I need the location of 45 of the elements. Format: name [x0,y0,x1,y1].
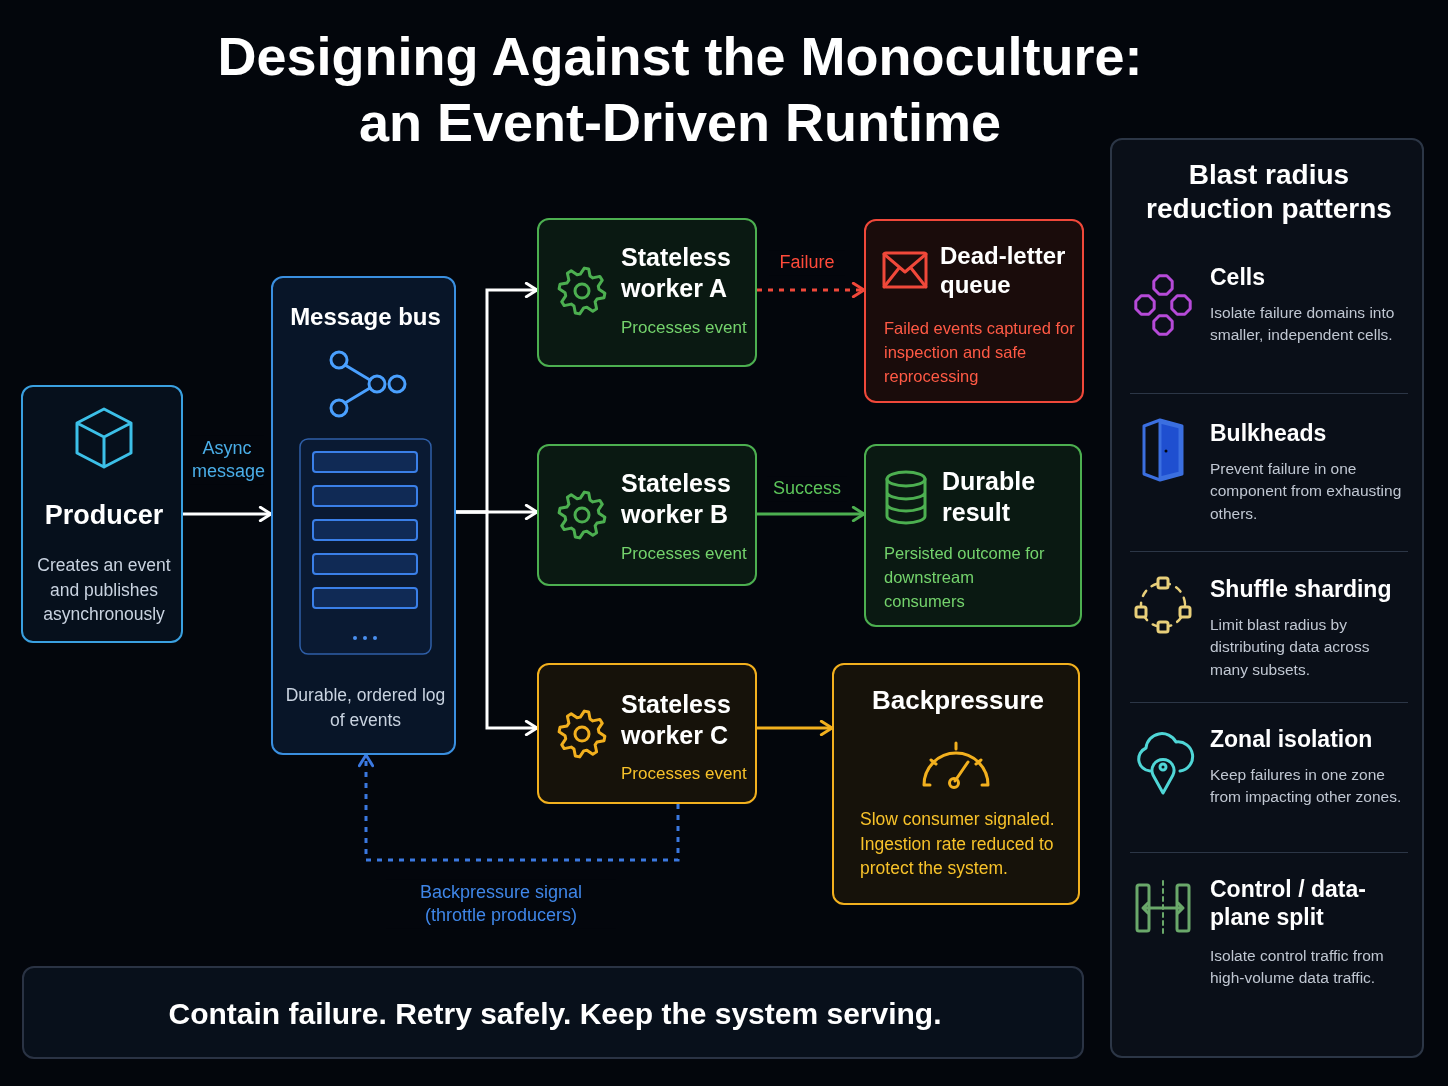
node-title: Message bus [289,302,442,332]
summary-text: Contain failure. Retry safely. Keep the system serving. [167,996,943,1032]
result-card [864,444,1082,627]
arrow [456,510,539,737]
producer-card [21,385,183,643]
node-description: Limit blast radius by distributing data across many subsets. [1210,615,1371,680]
node-title: Shuffle sharding [1210,575,1393,604]
node-description: Processes event [621,764,748,785]
node-description: Prevent failure in one component from exhausting others. [1210,459,1403,524]
node-description: Persisted outcome for downstream consumers [884,543,1046,612]
node-description: Slow consumer signaled. Ingestion rate reduced to protect the system. [860,808,1056,880]
node-title: Stateless worker C [621,689,732,750]
message-bus-panel [271,276,456,755]
node-description: Failed events captured for inspection and safe reprocessing [884,318,1076,387]
node-title: Backpressure [871,685,1045,717]
node-description: Processes event [621,318,748,339]
node-title: Dead-letter queue [940,241,1067,300]
node-title: Bulkheads [1210,419,1328,448]
arrow [757,505,866,523]
node-title: Stateless worker B [621,468,732,529]
diagram-title: Designing Against the Monoculture: an Event-Driven Runtime [216,25,1144,154]
node-title: Zonal isolation [1210,725,1374,754]
node-title: Blast radius reduction patterns [1145,158,1393,227]
worker-card [537,218,757,367]
node-description: Keep failures in one zone from impacting other zones. [1210,765,1403,808]
node-description: Isolate control traffic from high-volume data traffic. [1210,946,1385,989]
queue-card [864,219,1084,403]
node-description: Processes event [621,544,748,565]
arrow [757,719,834,737]
node-title: Control / data-plane split [1210,875,1367,932]
worker-card [537,444,757,586]
node-title: Stateless worker A [621,242,732,303]
summary-banner [22,966,1084,1059]
node-description: Durable, ordered log of events [284,684,447,732]
arrow [357,753,680,862]
backpressure-card [832,663,1080,905]
arrow [183,505,273,523]
node-title: Producer [43,499,165,532]
patterns-panel [1110,138,1424,1058]
worker-card [537,663,757,804]
node-description: Isolate failure domains into smaller, independent cells. [1210,303,1396,346]
node-title: Durable result [942,466,1037,527]
node-description: Creates an event and publishes asynchronously [36,554,172,626]
arrow [757,281,866,299]
node-title: Cells [1210,263,1266,292]
